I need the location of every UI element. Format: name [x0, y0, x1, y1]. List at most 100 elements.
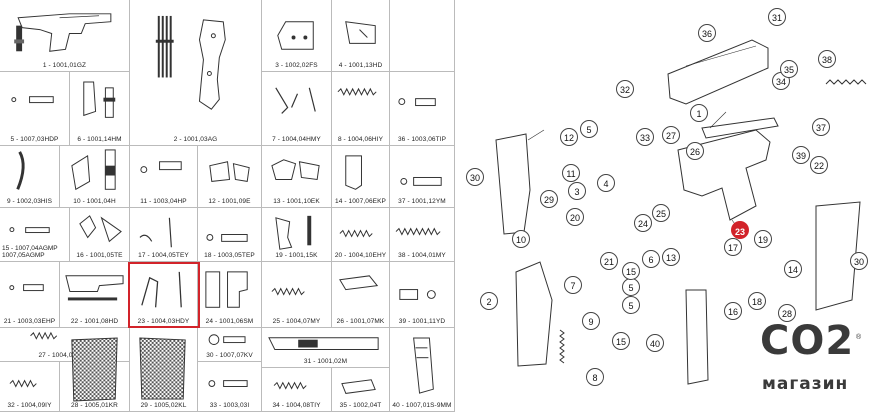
- callout-40[interactable]: 40: [646, 334, 664, 352]
- callout-15b[interactable]: 15: [612, 332, 630, 350]
- callout-25[interactable]: 25: [652, 204, 670, 222]
- callout-37[interactable]: 37: [812, 118, 830, 136]
- part-cell-15[interactable]: 15 - 1007,04AGMP 1007,05AGMP: [0, 208, 70, 262]
- callout-23-highlighted[interactable]: 23: [731, 221, 749, 239]
- callout-21[interactable]: 21: [600, 252, 618, 270]
- part-cell-17[interactable]: 17 - 1004,05TEY: [130, 208, 198, 262]
- logo-registered-mark: ®: [856, 334, 862, 341]
- part-7-label: 7 - 1004,04HMY: [272, 136, 321, 143]
- callout-20[interactable]: 20: [566, 208, 584, 226]
- callout-28[interactable]: 28: [778, 304, 796, 322]
- part-27-spring-image: [30, 331, 58, 340]
- part-9-image: [16, 151, 25, 190]
- co2-magazin-logo: CO2 ® магазин: [760, 318, 868, 410]
- callout-26[interactable]: 26: [686, 142, 704, 160]
- callout-9[interactable]: 9: [582, 312, 600, 330]
- part-cell-35[interactable]: 35 - 1002,04T: [332, 368, 390, 412]
- part-cell-6[interactable]: 6 - 1001,14HM: [70, 72, 130, 146]
- part-1-frame-image: [14, 13, 112, 52]
- part-cell-9[interactable]: 9 - 1002,03HIS: [0, 146, 60, 208]
- part-cell-10[interactable]: 10 - 1001,04H: [60, 146, 130, 208]
- part-cell-25[interactable]: 25 - 1004,07MY: [262, 262, 332, 328]
- part-cell-5[interactable]: 5 - 1007,03HDP: [0, 72, 70, 146]
- part-cell-8[interactable]: 8 - 1004,06HIY: [332, 72, 390, 146]
- callout-8[interactable]: 8: [586, 368, 604, 386]
- part-cell-20[interactable]: 20 - 1004,10EHY: [332, 208, 390, 262]
- part-2-label: 2 - 1001,03AG: [173, 136, 218, 143]
- callout-11[interactable]: 11: [562, 164, 580, 182]
- part-20-spring-image: [339, 229, 373, 238]
- part-cell-33[interactable]: 33 - 1003,03I: [198, 362, 262, 412]
- callout-5c[interactable]: 5: [622, 296, 640, 314]
- part-cell-37[interactable]: 37 - 1001,12YM: [390, 146, 455, 208]
- callout-36[interactable]: 36: [698, 24, 716, 42]
- callout-33[interactable]: 33: [636, 128, 654, 146]
- part-cell-7[interactable]: 7 - 1004,04HMY: [262, 72, 332, 146]
- callout-4[interactable]: 4: [597, 174, 615, 192]
- callout-30a[interactable]: 30: [466, 168, 484, 186]
- part-cell-34[interactable]: 34 - 1004,08TIY: [262, 368, 332, 412]
- part-cell-14[interactable]: 14 - 1007,06EKP: [332, 146, 390, 208]
- part-cell-19[interactable]: 19 - 1001,15K: [262, 208, 332, 262]
- callout-5b[interactable]: 5: [622, 278, 640, 296]
- callout-14[interactable]: 14: [784, 260, 802, 278]
- callout-7[interactable]: 7: [564, 276, 582, 294]
- part-22-trigger-bar-image: [65, 275, 124, 301]
- callout-5a[interactable]: 5: [580, 120, 598, 138]
- part-cell-31[interactable]: 31 - 1001,02M: [262, 328, 390, 368]
- callout-2[interactable]: 2: [480, 292, 498, 310]
- part-14-label: 14 - 1007,06EKP: [334, 198, 386, 205]
- part-cell-16[interactable]: 16 - 1001,05TE: [70, 208, 130, 262]
- part-cell-36[interactable]: 36 - 1003,06TIP: [390, 72, 455, 146]
- part-cell-12[interactable]: 12 - 1001,09E: [198, 146, 262, 208]
- part-cell-11[interactable]: 11 - 1003,04HP: [130, 146, 198, 208]
- part-cell-4[interactable]: 4 - 1001,13HD: [332, 0, 390, 72]
- part-cell-28[interactable]: 28 - 1005,01KR: [60, 328, 130, 412]
- callout-39[interactable]: 39: [792, 146, 810, 164]
- callout-15a[interactable]: 15: [622, 262, 640, 280]
- part-cell-13[interactable]: 13 - 1001,10EK: [262, 146, 332, 208]
- callout-6[interactable]: 6: [642, 250, 660, 268]
- callout-38[interactable]: 38: [818, 50, 836, 68]
- callout-24[interactable]: 24: [634, 214, 652, 232]
- part-cell-18[interactable]: 18 - 1003,05TEP: [198, 208, 262, 262]
- callout-13[interactable]: 13: [662, 248, 680, 266]
- callout-10[interactable]: 10: [512, 230, 530, 248]
- part-cell-30[interactable]: 30 - 1007,07KV: [198, 328, 262, 362]
- part-cell-40[interactable]: 40 - 1007,01S-9MM: [390, 328, 455, 412]
- part-cell-26[interactable]: 26 - 1001,07MK: [332, 262, 390, 328]
- part-cell-21[interactable]: 21 - 1003,03EHP: [0, 262, 60, 328]
- part-cell-29[interactable]: 29 - 1005,02KL: [130, 328, 198, 412]
- part-cell-22[interactable]: 22 - 1001,08HD: [60, 262, 130, 328]
- callout-19[interactable]: 19: [754, 230, 772, 248]
- part-34-spring-image: [273, 381, 307, 390]
- part-cell-3[interactable]: 3 - 1002,02FS: [262, 0, 332, 72]
- part-4-image: [345, 21, 376, 44]
- part-12-image: [209, 161, 250, 182]
- part-cell-39[interactable]: 39 - 1001,11YD: [390, 262, 455, 328]
- part-cell-2[interactable]: 2 - 1001,03AG: [130, 0, 262, 146]
- part-cell-32[interactable]: 32 - 1004,09IY: [0, 362, 60, 412]
- callout-16[interactable]: 16: [724, 302, 742, 320]
- part-19-label: 19 - 1001,15K: [275, 252, 318, 259]
- part-21-label: 21 - 1003,03EHP: [3, 318, 56, 325]
- callout-17[interactable]: 17: [724, 238, 742, 256]
- callout-22[interactable]: 22: [810, 156, 828, 174]
- callout-12[interactable]: 12: [560, 128, 578, 146]
- callout-35[interactable]: 35: [780, 60, 798, 78]
- callout-1[interactable]: 1: [690, 104, 708, 122]
- callout-27[interactable]: 27: [662, 126, 680, 144]
- callout-32[interactable]: 32: [616, 80, 634, 98]
- part-cell-24[interactable]: 24 - 1001,06SM: [198, 262, 262, 328]
- part-cell-38[interactable]: 38 - 1004,01MY: [390, 208, 455, 262]
- part-16-image: [79, 215, 122, 243]
- part-31-slide-image: [268, 337, 379, 350]
- callout-31[interactable]: 31: [768, 8, 786, 26]
- callout-29[interactable]: 29: [540, 190, 558, 208]
- callout-18[interactable]: 18: [748, 292, 766, 310]
- part-28-grip-panel-image: [71, 337, 118, 402]
- callout-30b[interactable]: 30: [850, 252, 868, 270]
- part-cell-1[interactable]: 1 - 1001,01GZ: [0, 0, 130, 72]
- callout-3[interactable]: 3: [568, 182, 586, 200]
- part-10-label: 10 - 1001,04H: [73, 198, 116, 205]
